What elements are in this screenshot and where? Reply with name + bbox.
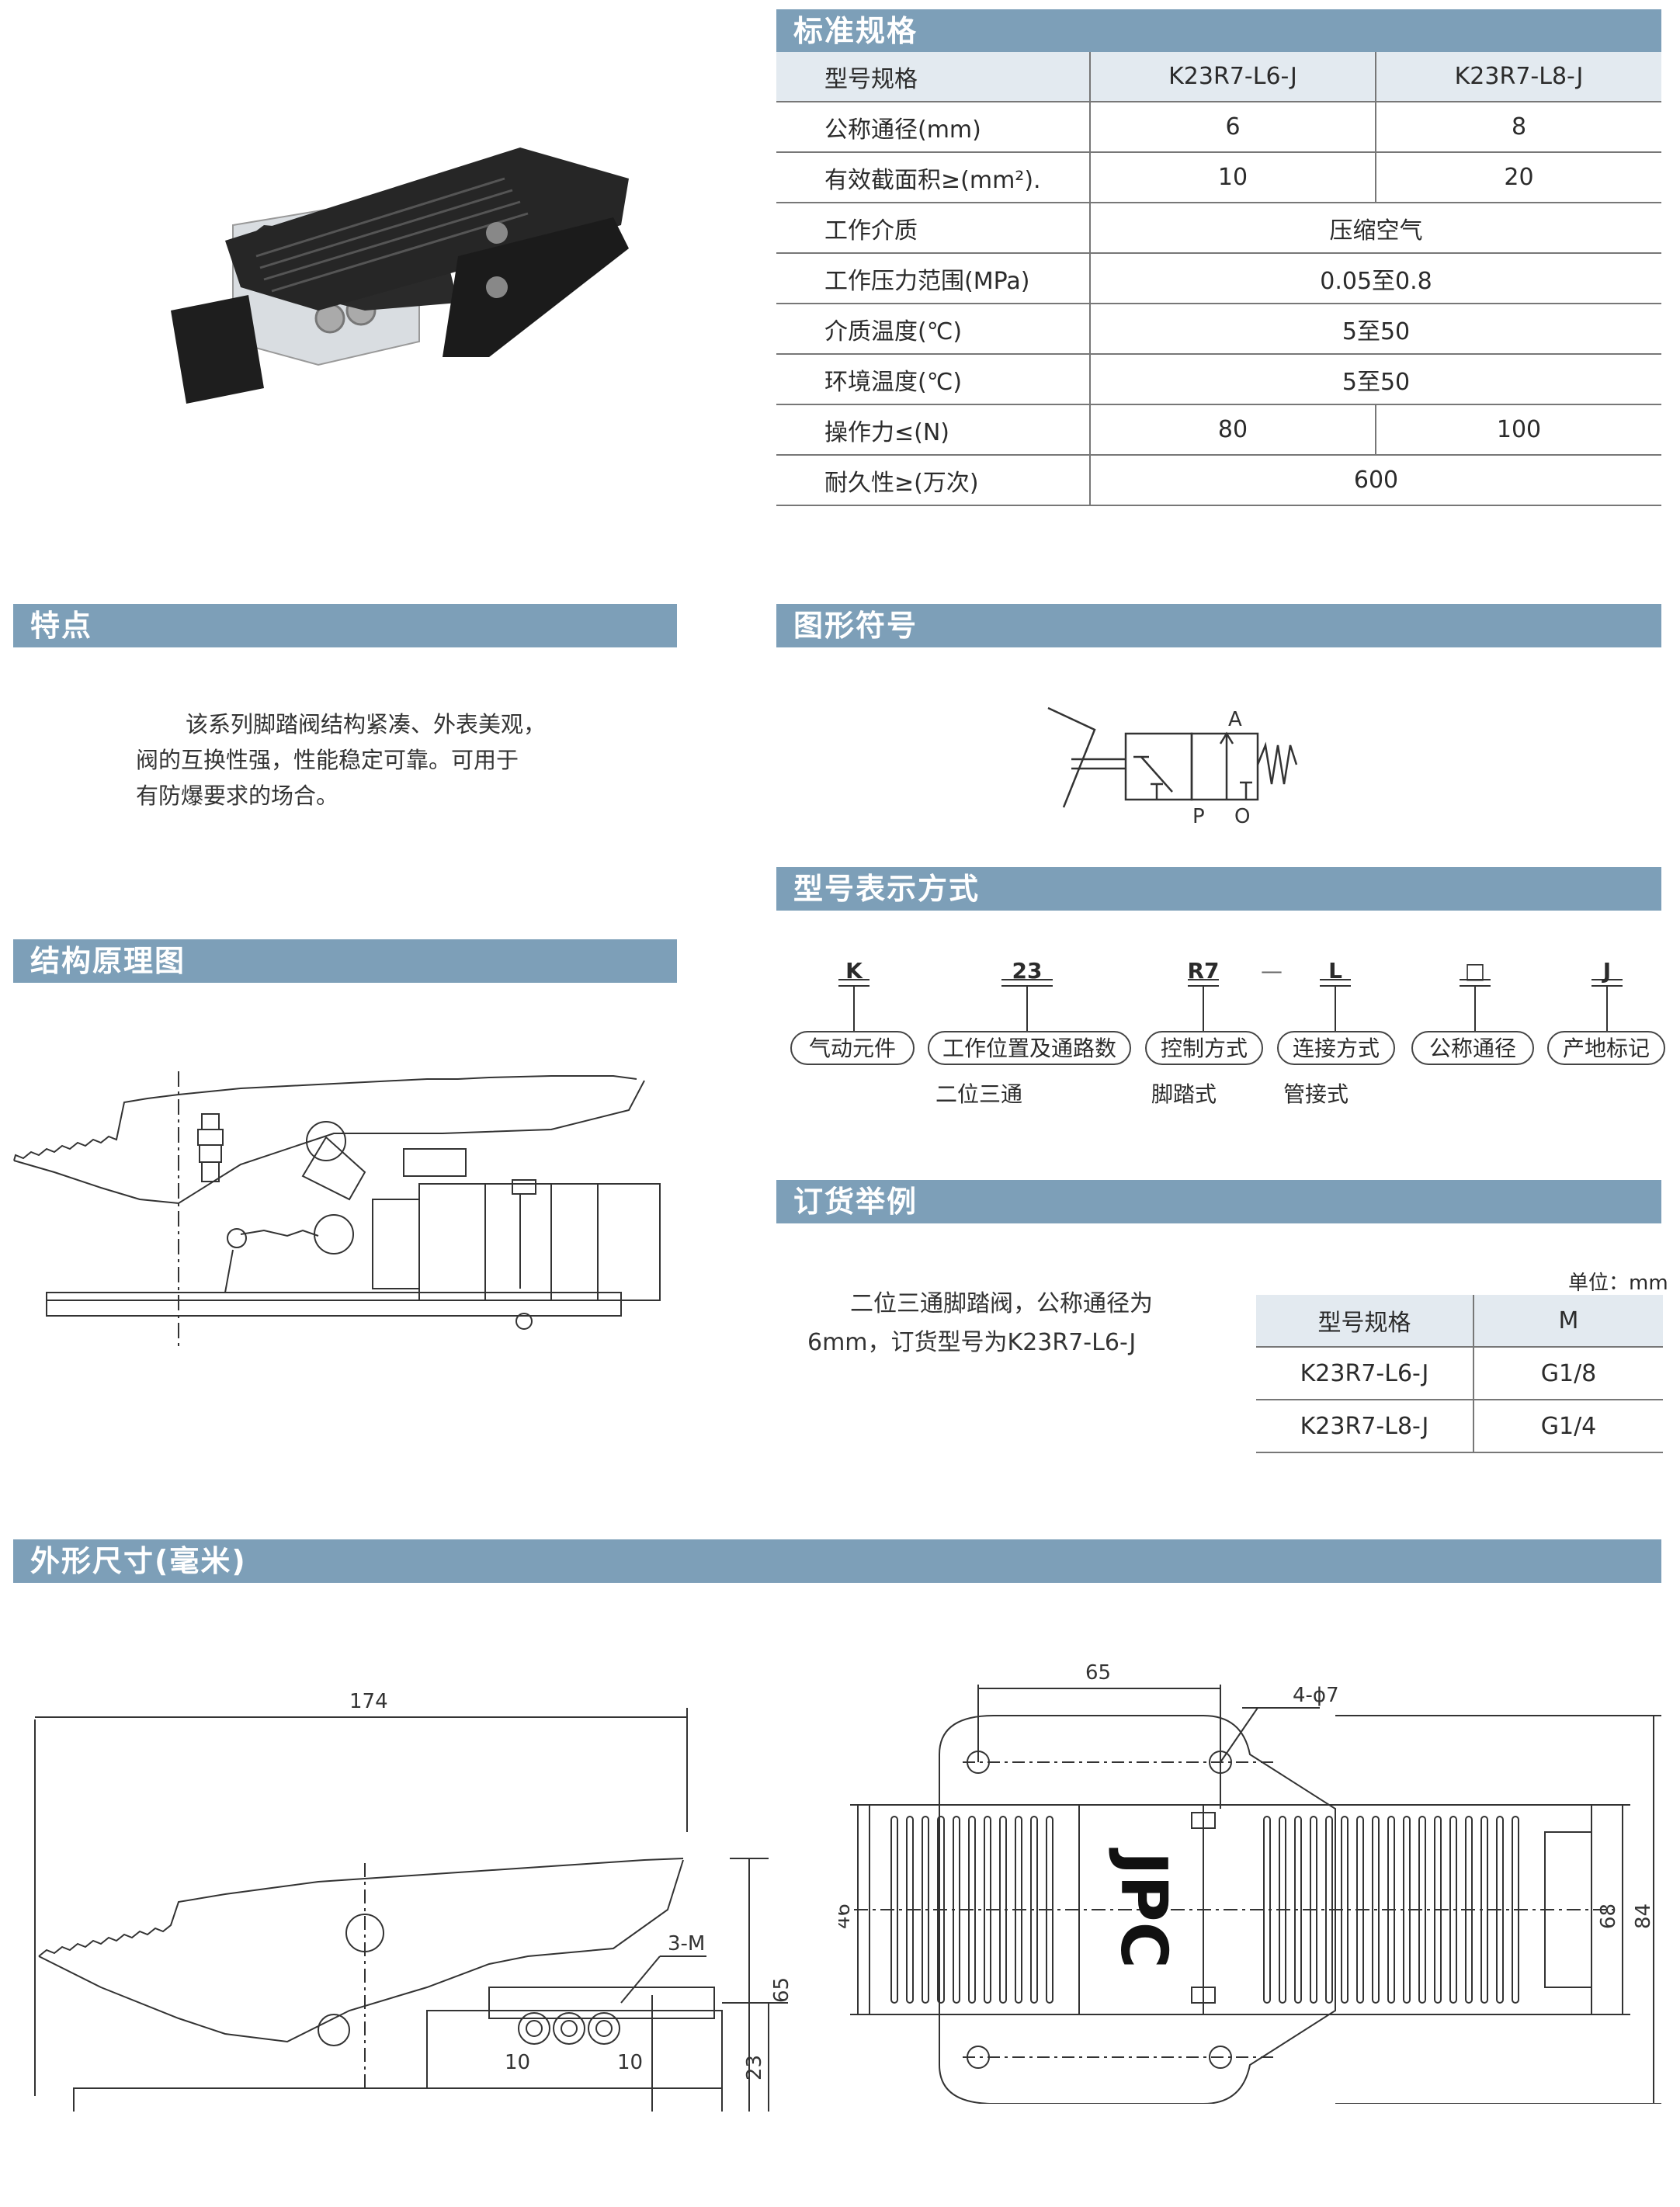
model-dash: — (1261, 958, 1283, 984)
spec-header-c1: K23R7-L6-J (1089, 52, 1376, 102)
dim-68: 68 (1597, 1903, 1620, 1929)
order-header-row: 型号规格 M (1256, 1295, 1663, 1348)
order-line: 二位三通脚踏阀，公称通径为 (850, 1290, 1153, 1317)
symbol-label-p: P (1192, 805, 1205, 828)
table-row: 介质温度(℃) 5至50 (776, 304, 1661, 355)
spec-value: 20 (1375, 152, 1661, 203)
spec-value: 600 (1089, 455, 1661, 506)
spec-header-c2: K23R7-L8-J (1375, 52, 1661, 102)
model-code: □ (1464, 958, 1486, 984)
spec-value: 5至50 (1089, 354, 1661, 405)
spec-header-label: 型号规格 (776, 52, 1090, 102)
pneumatic-symbol: A P O (1047, 706, 1298, 828)
dim-3m: 3-M (668, 1932, 705, 1955)
spec-value: 10 (1089, 152, 1376, 203)
dim-4phi7: 4-ϕ7 (1293, 1684, 1339, 1707)
spec-label: 操作力≤(N) (776, 404, 1090, 456)
jpc-logo: JPC (1106, 1848, 1180, 1969)
order-cell: K23R7-L6-J (1256, 1347, 1473, 1400)
spec-value: 压缩空气 (1089, 203, 1661, 254)
spec-label: 耐久性≥(万次) (776, 455, 1090, 506)
model-code: K (845, 958, 863, 984)
spec-label: 有效截面积≥(mm²). (776, 152, 1090, 203)
model-sub-label: 二位三通 (935, 1081, 1023, 1107)
spec-label: 环境温度(℃) (776, 354, 1090, 405)
spec-value: 0.05至0.8 (1089, 253, 1661, 304)
model-code: L (1328, 958, 1342, 984)
table-row: 环境温度(℃) 5至50 (776, 354, 1661, 405)
model-sub-label: 脚踏式 (1151, 1081, 1217, 1107)
symbol-label-o: O (1234, 805, 1250, 828)
order-table: 型号规格 M K23R7-L6-J G1/8 K23R7-L8-J G1/4 (1256, 1295, 1663, 1453)
model-name-pill: 产地标记 (1547, 1031, 1665, 1065)
features-line: 有防爆要求的场合。 (136, 783, 339, 809)
table-row: 操作力≤(N) 80 100 (776, 404, 1661, 456)
dim-84: 84 (1632, 1903, 1655, 1929)
model-name-pill: 控制方式 (1145, 1031, 1263, 1065)
spec-value: 5至50 (1089, 304, 1661, 355)
top-view-drawing: JPC 65 4-ϕ7 46 68 84 (838, 1661, 1661, 2104)
section-bar-features: 特点 (13, 604, 677, 647)
order-cell: G1/8 (1473, 1347, 1663, 1400)
features-line: 阀的互换性强，性能稳定可靠。可用于 (136, 747, 519, 773)
model-code: R7 (1187, 958, 1220, 984)
dim-10a: 10 (505, 2051, 530, 2074)
order-header-c2: M (1473, 1295, 1663, 1348)
dim-10b: 10 (617, 2051, 643, 2074)
section-bar-order-example: 订货举例 (776, 1180, 1661, 1223)
product-photo (171, 147, 629, 404)
section-bar-symbol: 图形符号 (776, 604, 1661, 647)
spec-value: 6 (1089, 102, 1376, 153)
model-code: J (1602, 958, 1612, 984)
spec-label: 公称通径(mm) (776, 102, 1090, 153)
spec-value: 80 (1089, 404, 1376, 456)
table-row: 工作压力范围(MPa) 0.05至0.8 (776, 253, 1661, 304)
order-line: 6mm，订货型号为K23R7-L6-J (807, 1329, 1137, 1356)
symbol-label-a: A (1228, 708, 1242, 731)
dim-65: 65 (770, 1977, 793, 2003)
order-header-c1: 型号规格 (1256, 1295, 1473, 1348)
tread-ribs (890, 1816, 1519, 2004)
dim-46: 46 (838, 1903, 855, 1929)
order-cell: K23R7-L8-J (1256, 1400, 1473, 1453)
section-bar-dimensions: 外形尺寸(毫米) (13, 1539, 1661, 1583)
table-row: 有效截面积≥(mm²). 10 20 (776, 152, 1661, 203)
model-sub-label: 管接式 (1283, 1081, 1349, 1107)
table-row: 工作介质 压缩空气 (776, 203, 1661, 254)
model-name-pill: 连接方式 (1277, 1031, 1395, 1065)
model-name-pill: 工作位置及通路数 (928, 1031, 1131, 1065)
spec-label: 工作介质 (776, 203, 1090, 254)
section-bar-spec: 标准规格 (776, 9, 1661, 53)
table-row: 公称通径(mm) 6 8 (776, 102, 1661, 153)
model-connector-lines (838, 979, 1623, 1031)
dim-23: 23 (743, 2055, 766, 2080)
spec-header-row: 型号规格 K23R7-L6-J K23R7-L8-J (776, 52, 1661, 102)
structure-drawing (13, 1071, 661, 1351)
spec-label: 工作压力范围(MPa) (776, 253, 1090, 304)
table-row: 耐久性≥(万次) 600 (776, 455, 1661, 506)
model-name-pill: 公称通径 (1411, 1031, 1534, 1065)
spec-label: 介质温度(℃) (776, 304, 1090, 355)
unit-label: 单位：mm (1568, 1272, 1668, 1295)
model-code: 23 (1012, 958, 1043, 984)
spec-value: 8 (1375, 102, 1661, 153)
spec-table: 型号规格 K23R7-L6-J K23R7-L8-J 公称通径(mm) 6 8 … (776, 52, 1661, 506)
section-bar-model-notation: 型号表示方式 (776, 867, 1661, 911)
features-text: 该系列脚踏阀结构紧凑、外表美观， 阀的互换性强，性能稳定可靠。可用于 有防爆要求… (136, 706, 633, 814)
model-name-pill: 气动元件 (790, 1031, 915, 1065)
section-bar-structure: 结构原理图 (13, 939, 677, 983)
dim-174: 174 (349, 1690, 388, 1713)
order-cell: G1/4 (1473, 1400, 1663, 1453)
table-row: K23R7-L6-J G1/8 (1256, 1347, 1663, 1400)
spec-value: 100 (1375, 404, 1661, 456)
dim-t65: 65 (1085, 1661, 1111, 1685)
features-line: 该系列脚踏阀结构紧凑、外表美观， (186, 711, 547, 737)
table-row: K23R7-L8-J G1/4 (1256, 1400, 1663, 1453)
order-text: 二位三通脚踏阀，公称通径为 6mm，订货型号为K23R7-L6-J (807, 1285, 1196, 1362)
side-view-drawing: 174 3-M 10 10 65 23 11 150 185 (34, 1690, 793, 2112)
